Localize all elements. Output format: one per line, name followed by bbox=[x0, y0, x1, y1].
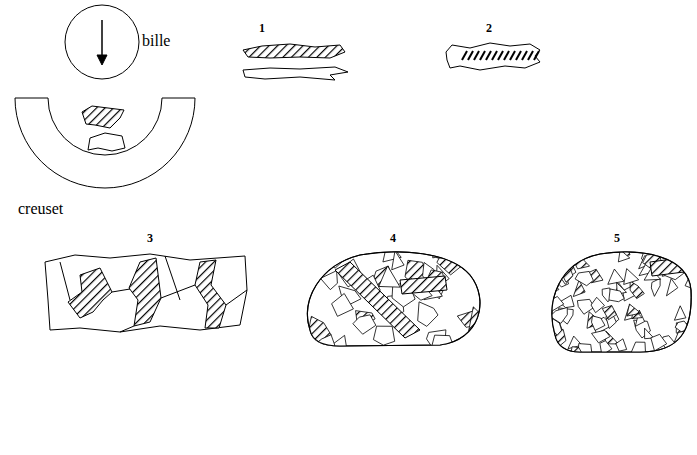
welded-particle bbox=[446, 43, 540, 70]
alloyed-particle bbox=[552, 252, 691, 352]
arrow-shaft bbox=[101, 20, 103, 56]
stage-number: 3 bbox=[147, 232, 153, 245]
flattened-hatched-particle bbox=[243, 44, 345, 58]
ball bbox=[65, 5, 139, 79]
flattened-plain-particle bbox=[243, 67, 348, 80]
plain-particle bbox=[88, 133, 125, 151]
stage-number: 4 bbox=[390, 232, 396, 245]
hatched-particle bbox=[82, 106, 124, 128]
fragments bbox=[542, 242, 697, 361]
lamella bbox=[129, 258, 161, 326]
crucible bbox=[15, 98, 195, 188]
welded-layer bbox=[462, 51, 539, 60]
stage-number: 2 bbox=[486, 22, 492, 35]
fragments bbox=[298, 241, 492, 362]
grain-boundary bbox=[60, 256, 247, 332]
stage-number: 1 bbox=[259, 22, 265, 35]
part-label: creuset bbox=[18, 200, 63, 218]
stage-number: 5 bbox=[614, 232, 620, 245]
composite-particle bbox=[45, 254, 247, 332]
part-label: bille bbox=[142, 32, 170, 50]
lamella bbox=[195, 260, 226, 328]
lamella bbox=[68, 268, 112, 318]
arrow-head bbox=[97, 55, 107, 65]
